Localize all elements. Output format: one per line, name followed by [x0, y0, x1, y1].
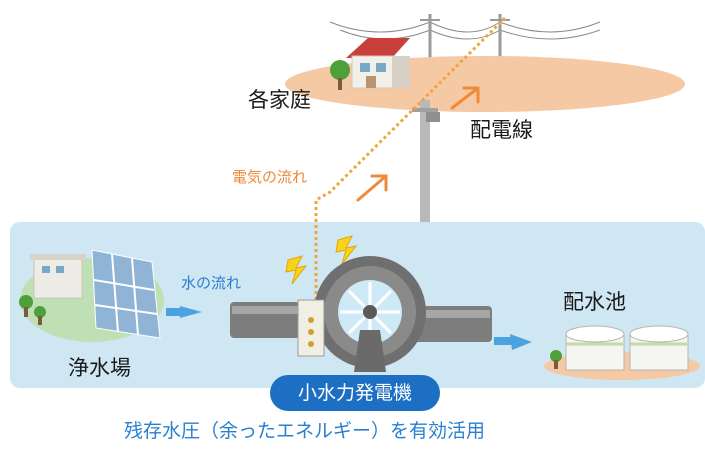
building-icon: [30, 254, 86, 298]
generator-badge: 小水力発電機: [270, 375, 440, 411]
power-wires: [330, 22, 600, 39]
distribution-line-label: 配電線: [470, 120, 533, 141]
control-box: [298, 300, 324, 356]
utility-pole-icon: [412, 100, 440, 222]
household-label: 各家庭: [248, 90, 311, 111]
caption: 残存水圧（余ったエネルギー）を有効活用: [124, 422, 485, 441]
water-flow-label: 水の流れ: [181, 276, 241, 291]
house-icon: [346, 38, 410, 88]
reservoir-label: 配水池: [563, 292, 626, 313]
electricity-flow-label: 電気の流れ: [232, 170, 307, 185]
solar-panel-icon: [92, 250, 160, 338]
purification-plant-label: 浄水場: [68, 358, 131, 379]
